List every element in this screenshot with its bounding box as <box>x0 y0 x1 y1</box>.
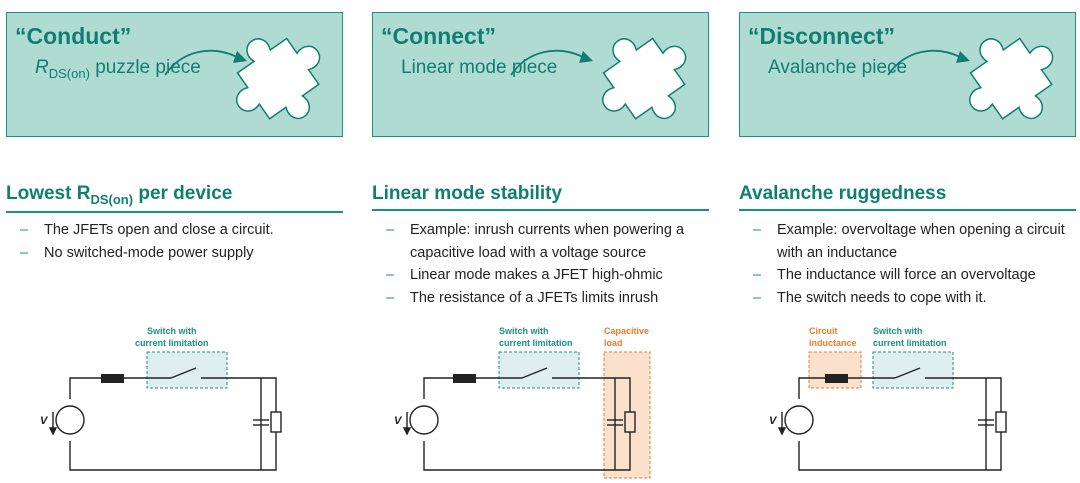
switch-highlight-box <box>146 351 228 389</box>
list-item: Linear mode makes a JFET high-ohmic <box>386 264 711 287</box>
column-conduct: “Conduct” RDS(on) puzzle piece Lowest RD… <box>6 0 346 483</box>
bullet-list: The JFETs open and close a circuit. No s… <box>20 219 345 264</box>
puzzle-piece-icon <box>602 37 687 120</box>
card-subtitle: Linear mode piece <box>401 57 558 78</box>
circuit-wires <box>402 367 636 471</box>
source-label: V <box>394 415 403 427</box>
card-title: “Connect” <box>381 23 496 49</box>
inductance-label-line1: Circuit <box>809 326 838 336</box>
circuit-diagram: Circuit inductance Switch with current l… <box>769 326 1007 471</box>
card-title: “Disconnect” <box>748 23 895 49</box>
curved-arrow-icon <box>887 49 970 76</box>
card-title: “Conduct” <box>15 23 132 49</box>
switch-label-line1: Switch with <box>873 326 923 336</box>
jfet-block <box>453 374 476 383</box>
list-item: The switch needs to cope with it. <box>753 287 1078 310</box>
bullet-list: Example: overvoltage when opening a circ… <box>753 219 1078 309</box>
card-subtitle: Avalanche piece <box>768 57 908 78</box>
inductance-label-line2: inductance <box>809 338 857 348</box>
switch-highlight-box <box>498 351 580 389</box>
section-title: Linear mode stability <box>372 183 709 211</box>
list-item: The resistance of a JFETs limits inrush <box>386 287 711 310</box>
source-label: V <box>769 415 778 427</box>
list-item: The inductance will force an overvoltage <box>753 264 1078 287</box>
card-connect: “Connect” Linear mode piece <box>372 12 709 137</box>
list-item: The JFETs open and close a circuit. <box>20 219 345 242</box>
list-item: Example: inrush currents when powering a… <box>386 219 711 264</box>
section-title: Avalanche ruggedness <box>739 183 1076 211</box>
load-label-line2: load <box>604 338 623 348</box>
list-item: No switched-mode power supply <box>20 242 345 265</box>
circuit-diagram: Switch with current limitation V <box>40 326 282 471</box>
circuit-diagram: Switch with current limitation Capacitiv… <box>394 326 651 479</box>
column-connect: “Connect” Linear mode piece Linear mode … <box>372 0 712 483</box>
switch-label-line2: current limitation <box>499 338 573 348</box>
circuit-wires <box>48 367 282 471</box>
switch-label-line2: current limitation <box>135 338 209 348</box>
column-disconnect: “Disconnect” Avalanche piece Avalanche r… <box>739 0 1079 483</box>
curved-arrow-icon <box>510 49 593 76</box>
switch-label-line2: current limitation <box>873 338 947 348</box>
curved-arrow-icon <box>164 49 247 76</box>
puzzle-piece-icon <box>236 37 321 120</box>
switch-label-line1: Switch with <box>499 326 549 336</box>
card-disconnect: “Disconnect” Avalanche piece <box>739 12 1076 137</box>
jfet-block <box>101 374 124 383</box>
bullet-list: Example: inrush currents when powering a… <box>386 219 711 309</box>
list-item: Example: overvoltage when opening a circ… <box>753 219 1078 264</box>
card-subtitle: RDS(on) puzzle piece <box>35 57 201 81</box>
switch-label-line1: Switch with <box>147 326 197 336</box>
inductor-block <box>825 374 848 383</box>
source-label: V <box>40 415 49 427</box>
circuit-wires <box>777 367 1007 471</box>
card-conduct: “Conduct” RDS(on) puzzle piece <box>6 12 343 137</box>
section-title: Lowest RDS(on) per device <box>6 183 343 213</box>
switch-highlight-box <box>872 351 954 389</box>
load-label-line1: Capacitive <box>604 326 649 336</box>
puzzle-piece-icon <box>969 37 1054 120</box>
